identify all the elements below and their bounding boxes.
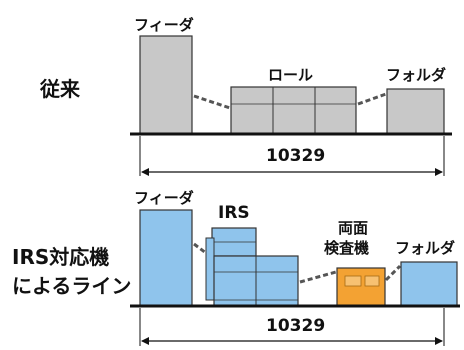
conventional-connector-2 bbox=[357, 92, 387, 106]
conventional-feeder-block bbox=[139, 35, 193, 135]
irs-machine-block bbox=[205, 227, 299, 307]
irs-folder-label: フォルダ bbox=[395, 239, 456, 257]
conventional-roll-block bbox=[230, 86, 357, 135]
irs-machine-label: IRS bbox=[218, 203, 250, 223]
inspection-machine-block bbox=[336, 267, 386, 307]
irs-connector-2 bbox=[299, 270, 337, 284]
irs-row-label-line2: によるライン bbox=[12, 274, 132, 298]
inspection-label-line1: 両面 bbox=[338, 219, 369, 237]
irs-feeder-block bbox=[139, 209, 193, 307]
inspection-label-line2: 検査機 bbox=[324, 239, 370, 257]
conventional-connector-1 bbox=[193, 94, 231, 110]
conventional-line bbox=[130, 35, 452, 176]
conventional-roll-label: ロール bbox=[268, 66, 314, 84]
irs-connector-3 bbox=[384, 264, 402, 282]
conventional-feeder-label: フィーダ bbox=[134, 16, 194, 34]
irs-row-label-line1: IRS対応機 bbox=[12, 245, 110, 269]
conventional-length-label: 10329 bbox=[266, 146, 326, 166]
conventional-folder-block bbox=[386, 88, 445, 135]
irs-feeder-label: フィーダ bbox=[134, 189, 194, 207]
irs-folder-block bbox=[400, 261, 458, 307]
irs-line bbox=[130, 209, 460, 346]
irs-length-label: 10329 bbox=[266, 316, 326, 336]
conventional-folder-label: フォルダ bbox=[386, 66, 447, 84]
conventional-row-label: 従来 bbox=[40, 77, 80, 101]
